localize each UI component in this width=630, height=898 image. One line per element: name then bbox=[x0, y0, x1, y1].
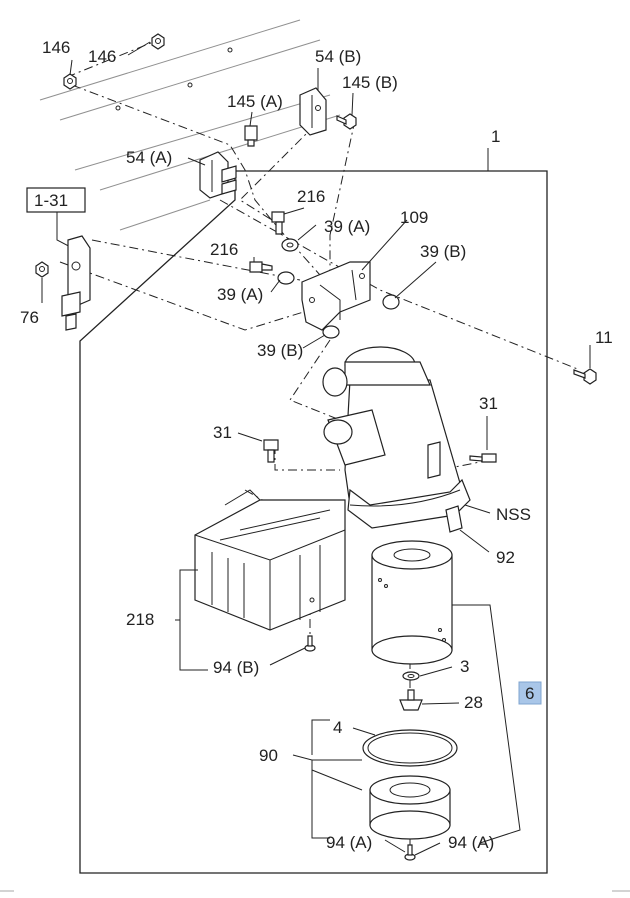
air-cleaner-housing bbox=[322, 346, 471, 529]
label-1-31: 1-31 bbox=[34, 191, 68, 210]
leader-lines bbox=[41, 41, 591, 856]
label-218: 218 bbox=[126, 610, 154, 629]
label-3: 3 bbox=[460, 657, 469, 676]
label-92: 92 bbox=[496, 548, 515, 567]
label-31-right: 31 bbox=[479, 394, 498, 413]
label-31-left: 31 bbox=[213, 423, 232, 442]
part-labels: 146 146 54 (B) 145 (B) 145 (A) 54 (A) 1 … bbox=[20, 38, 613, 852]
washer-39b-lower bbox=[322, 325, 340, 339]
label-94b: 94 (B) bbox=[213, 658, 259, 677]
screw-94b bbox=[304, 635, 316, 652]
label-39a-lower: 39 (A) bbox=[217, 285, 263, 304]
chassis-frame bbox=[39, 19, 341, 231]
label-1: 1 bbox=[491, 127, 500, 146]
label-39b-right: 39 (B) bbox=[420, 242, 466, 261]
label-54a: 54 (A) bbox=[126, 148, 172, 167]
bolt-31-left bbox=[263, 439, 279, 463]
label-145a: 145 (A) bbox=[227, 92, 283, 111]
filter-element bbox=[371, 540, 453, 665]
label-94a-left: 94 (A) bbox=[326, 833, 372, 852]
label-146-a: 146 bbox=[42, 38, 70, 57]
label-76: 76 bbox=[20, 308, 39, 327]
washer-39a-upper bbox=[281, 238, 299, 252]
clamp-92 bbox=[445, 505, 463, 533]
bracket-54a bbox=[199, 151, 237, 199]
bracket-109 bbox=[301, 261, 371, 331]
label-216-upper: 216 bbox=[297, 187, 325, 206]
label-109: 109 bbox=[400, 208, 428, 227]
nut-146-top bbox=[151, 33, 165, 50]
bolt-216-lower bbox=[249, 261, 273, 273]
centerlines bbox=[59, 37, 581, 855]
nut-76 bbox=[35, 261, 49, 278]
bolt-145b bbox=[336, 113, 357, 130]
box-218 bbox=[194, 489, 346, 631]
label-nss: NSS bbox=[496, 505, 531, 524]
bolt-11 bbox=[573, 368, 597, 385]
label-6: 6 bbox=[525, 684, 534, 703]
label-90: 90 bbox=[259, 746, 278, 765]
label-39a-upper: 39 (A) bbox=[324, 217, 370, 236]
washer-39b-right bbox=[382, 294, 400, 310]
label-54b: 54 (B) bbox=[315, 47, 361, 66]
screw-94a bbox=[404, 844, 416, 861]
label-28: 28 bbox=[464, 693, 483, 712]
nut-146-left bbox=[63, 73, 77, 90]
bolt-216-upper bbox=[271, 211, 285, 235]
gasket-4 bbox=[362, 729, 458, 767]
label-4: 4 bbox=[333, 718, 342, 737]
label-box-1-31 bbox=[26, 187, 86, 213]
wing-nut-28 bbox=[399, 689, 423, 711]
label-145b: 145 (B) bbox=[342, 73, 398, 92]
label-146-b: 146 bbox=[88, 47, 116, 66]
washer-3 bbox=[402, 671, 420, 681]
dust-cup-90 bbox=[369, 775, 451, 840]
label-6-highlight bbox=[518, 681, 542, 705]
label-216-lower: 216 bbox=[210, 240, 238, 259]
label-11: 11 bbox=[595, 328, 613, 347]
washer-39a-lower bbox=[277, 271, 295, 285]
bolt-145a bbox=[244, 125, 258, 147]
bracket-1-31 bbox=[61, 235, 91, 331]
label-94a-right: 94 (A) bbox=[448, 833, 494, 852]
bracket-54b bbox=[299, 87, 327, 136]
bolt-31-right bbox=[469, 453, 497, 463]
label-39b-lower: 39 (B) bbox=[257, 341, 303, 360]
